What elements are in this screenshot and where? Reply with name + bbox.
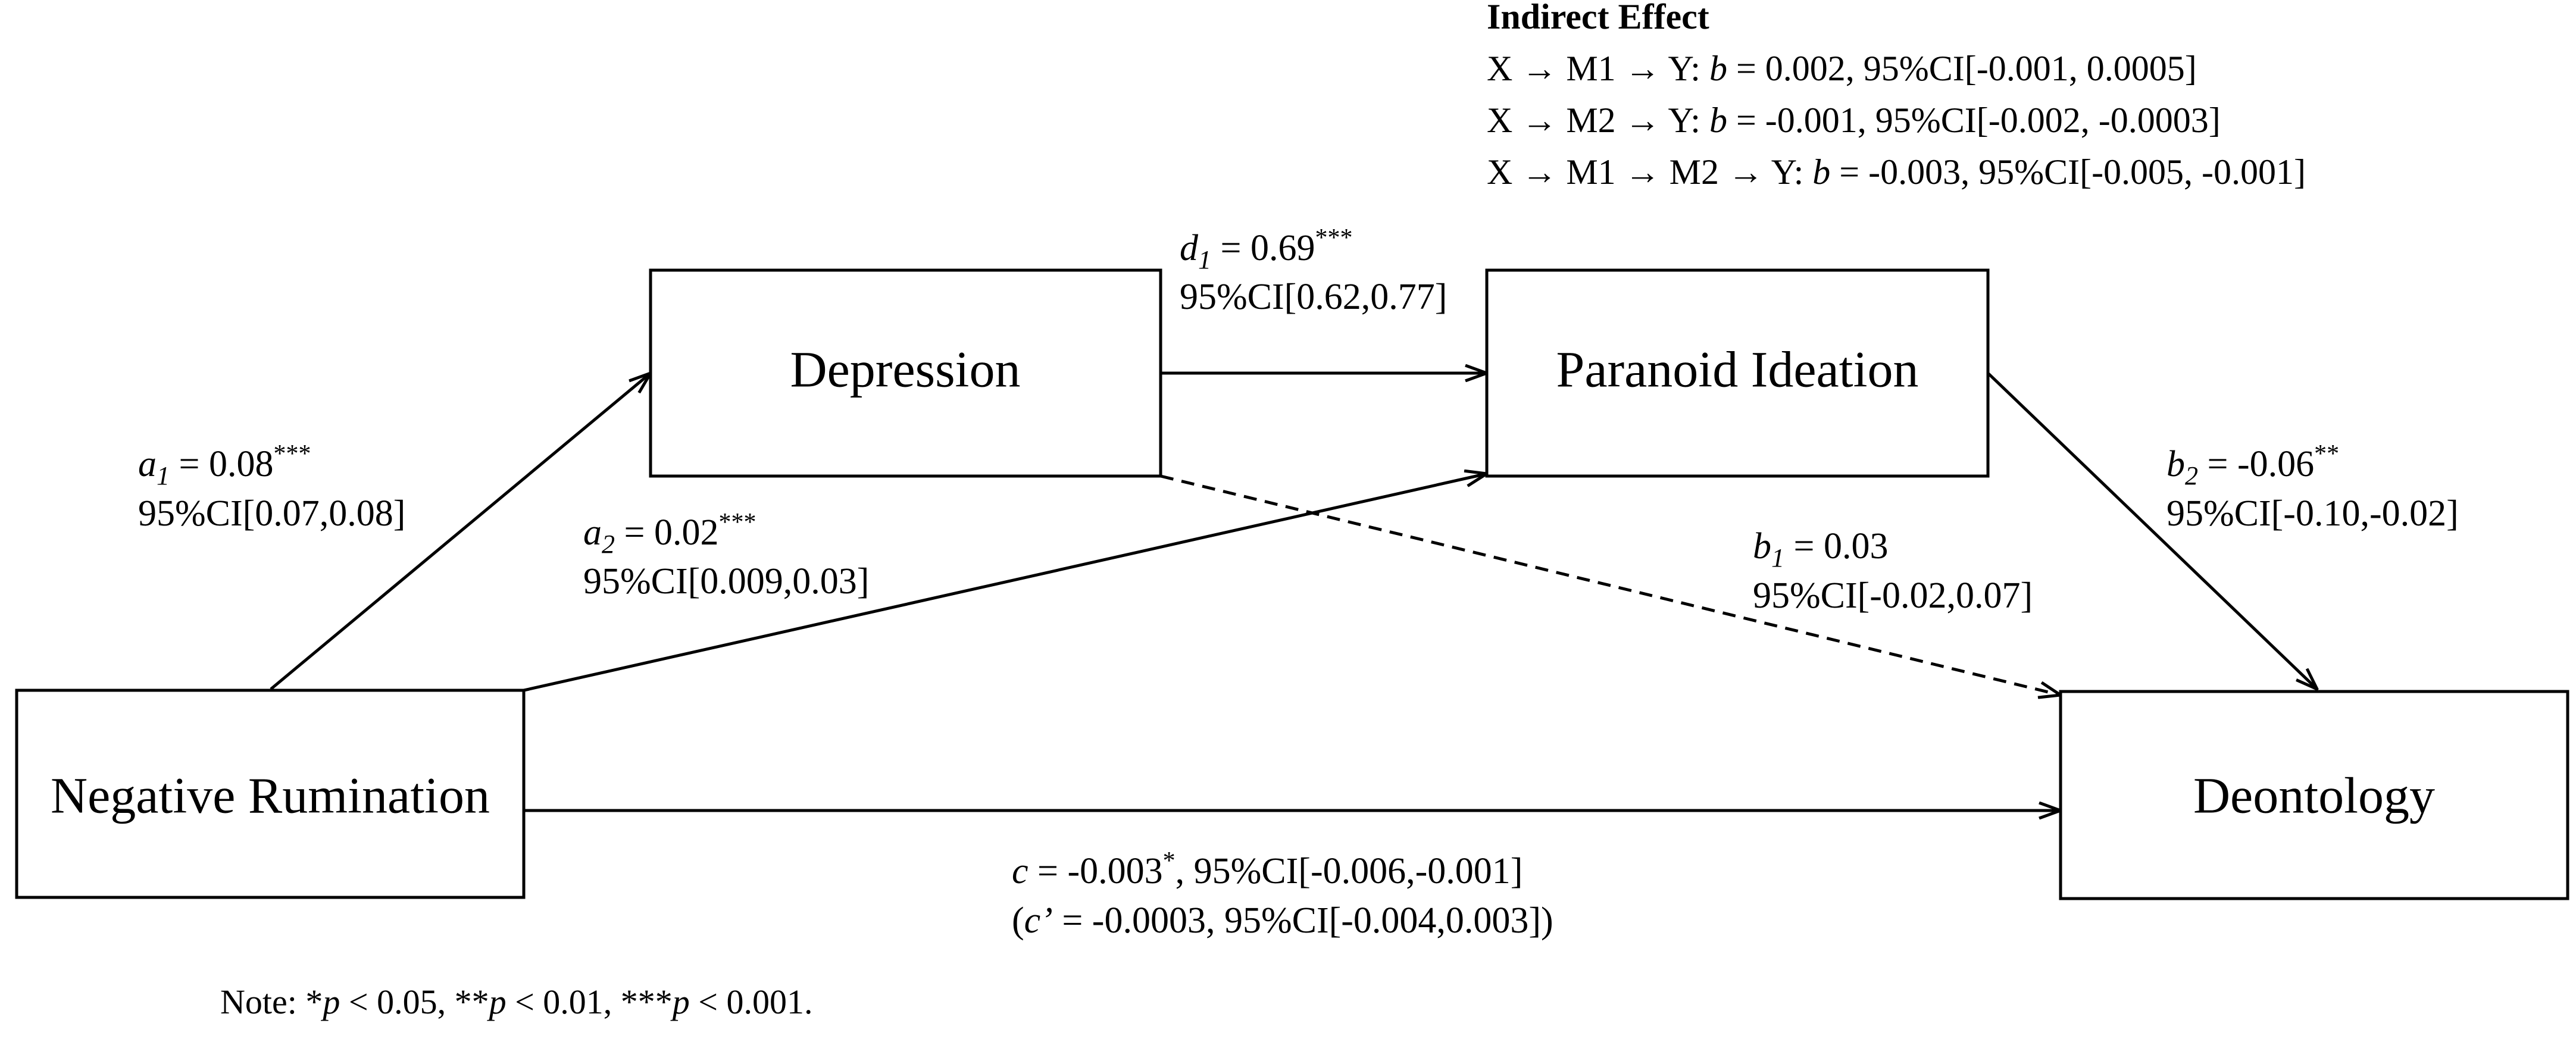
c-prime-symbol: c’ — [1024, 900, 1053, 941]
node-deontology-label: Deontology — [2193, 767, 2435, 824]
a2-ci: 95%CI[0.009,0.03] — [583, 561, 869, 602]
b2-estimate: = -0.06 — [2198, 444, 2314, 484]
note-lead: Note: * — [220, 982, 323, 1021]
svg-text:a2 = 0.02***: a2 = 0.02*** — [583, 509, 756, 559]
indirect-row-2-path: X → M2 → Y: — [1487, 101, 1709, 140]
path-b1-label: b1 = 0.03 95%CI[-0.02,0.07] — [1753, 526, 2033, 616]
path-a2-label: a2 = 0.02*** 95%CI[0.009,0.03] — [583, 509, 869, 602]
indirect-row-2: X → M2 → Y: b = -0.001, 95%CI[-0.002, -0… — [1487, 101, 2221, 140]
svg-text:c = -0.003*, 95%CI[-0.006,-0.0: c = -0.003*, 95%CI[-0.006,-0.001] — [1012, 847, 1523, 891]
path-a1-label: a1 = 0.08*** 95%CI[0.07,0.08] — [138, 440, 405, 534]
indirect-row-3-b: b — [1812, 152, 1830, 192]
indirect-row-1-b: b — [1709, 49, 1727, 88]
d1-symbol: d — [1180, 228, 1199, 268]
b2-ci: 95%CI[-0.10,-0.02] — [2167, 493, 2459, 534]
b2-symbol: b — [2167, 444, 2185, 484]
b1-symbol: b — [1753, 526, 1771, 567]
a1-estimate: = 0.08 — [170, 444, 273, 484]
c-prime-estimate: = -0.0003, 95%CI[-0.004,0.003]) — [1053, 900, 1553, 941]
indirect-effect-block: Indirect Effect X → M1 → Y: b = 0.002, 9… — [1487, 0, 2306, 192]
a1-significance: *** — [273, 440, 311, 468]
path-c-label: c = -0.003*, 95%CI[-0.006,-0.001] (c’ = … — [1012, 847, 1553, 941]
c-symbol: c — [1012, 851, 1028, 891]
c-significance: * — [1163, 847, 1176, 875]
node-paranoid-ideation-label: Paranoid Ideation — [1556, 341, 1919, 398]
b1-estimate: = 0.03 — [1784, 526, 1888, 567]
b2-significance: ** — [2314, 440, 2339, 468]
significance-note: Note: *p < 0.05, **p < 0.01, ***p < 0.00… — [220, 982, 813, 1021]
svg-text:a1 = 0.08***: a1 = 0.08*** — [138, 440, 311, 490]
note-p2: p — [487, 982, 507, 1021]
node-negative-rumination-label: Negative Rumination — [51, 767, 490, 824]
path-b1-arrow — [1160, 474, 2061, 695]
svg-text:b2 = -0.06**: b2 = -0.06** — [2167, 440, 2339, 490]
d1-subscript: 1 — [1198, 245, 1211, 274]
d1-significance: *** — [1315, 224, 1352, 252]
note-p3: p — [670, 982, 690, 1021]
indirect-row-2-b: b — [1709, 101, 1727, 140]
c-prime: (c’ = -0.0003, 95%CI[-0.004,0.003]) — [1012, 900, 1553, 941]
note-t2: < 0.01, *** — [507, 982, 673, 1021]
note-t3: < 0.001. — [690, 982, 813, 1021]
node-paranoid-ideation: Paranoid Ideation — [1485, 268, 1990, 478]
a1-ci: 95%CI[0.07,0.08] — [138, 493, 405, 534]
indirect-effect-title: Indirect Effect — [1487, 0, 1709, 36]
path-a2-arrow — [523, 474, 1487, 692]
path-b2-arrow — [1987, 372, 2317, 689]
a1-symbol: a — [138, 444, 157, 484]
c-prime-open: ( — [1012, 900, 1024, 941]
b1-subscript: 1 — [1771, 543, 1784, 572]
node-depression-label: Depression — [790, 341, 1021, 398]
svg-text:d1 = 0.69***: d1 = 0.69*** — [1180, 224, 1352, 274]
indirect-row-3-value: = -0.003, 95%CI[-0.005, -0.001] — [1830, 152, 2306, 192]
a2-subscript: 2 — [602, 530, 615, 559]
a2-estimate: = 0.02 — [615, 512, 718, 553]
c-estimate: = -0.003 — [1028, 851, 1163, 891]
path-d1-label: d1 = 0.69*** 95%CI[0.62,0.77] — [1180, 224, 1447, 317]
b2-subscript: 2 — [2185, 461, 2198, 490]
c-ci: , 95%CI[-0.006,-0.001] — [1176, 851, 1523, 891]
note-p1: p — [320, 982, 340, 1021]
a1-subscript: 1 — [157, 461, 170, 490]
svg-text:b1 = 0.03: b1 = 0.03 — [1753, 526, 1888, 572]
note-t1: < 0.05, ** — [340, 982, 489, 1021]
path-b2-label: b2 = -0.06** 95%CI[-0.10,-0.02] — [2167, 440, 2459, 534]
indirect-row-3-path: X → M1 → M2 → Y: — [1487, 152, 1812, 192]
node-deontology: Deontology — [2059, 690, 2569, 900]
path-a1-arrow — [270, 373, 651, 690]
a2-symbol: a — [583, 512, 602, 553]
indirect-row-3: X → M1 → M2 → Y: b = -0.003, 95%CI[-0.00… — [1487, 152, 2306, 192]
d1-ci: 95%CI[0.62,0.77] — [1180, 277, 1447, 317]
indirect-row-1-path: X → M1 → Y: — [1487, 49, 1709, 88]
indirect-row-1-value: = 0.002, 95%CI[-0.001, 0.0005] — [1727, 49, 2197, 88]
a2-significance: *** — [718, 509, 756, 536]
indirect-row-2-value: = -0.001, 95%CI[-0.002, -0.0003] — [1727, 101, 2221, 140]
node-depression: Depression — [649, 268, 1162, 478]
node-negative-rumination: Negative Rumination — [15, 689, 526, 899]
d1-estimate: = 0.69 — [1211, 228, 1315, 268]
indirect-row-1: X → M1 → Y: b = 0.002, 95%CI[-0.001, 0.0… — [1487, 49, 2197, 88]
b1-ci: 95%CI[-0.02,0.07] — [1753, 575, 2033, 616]
